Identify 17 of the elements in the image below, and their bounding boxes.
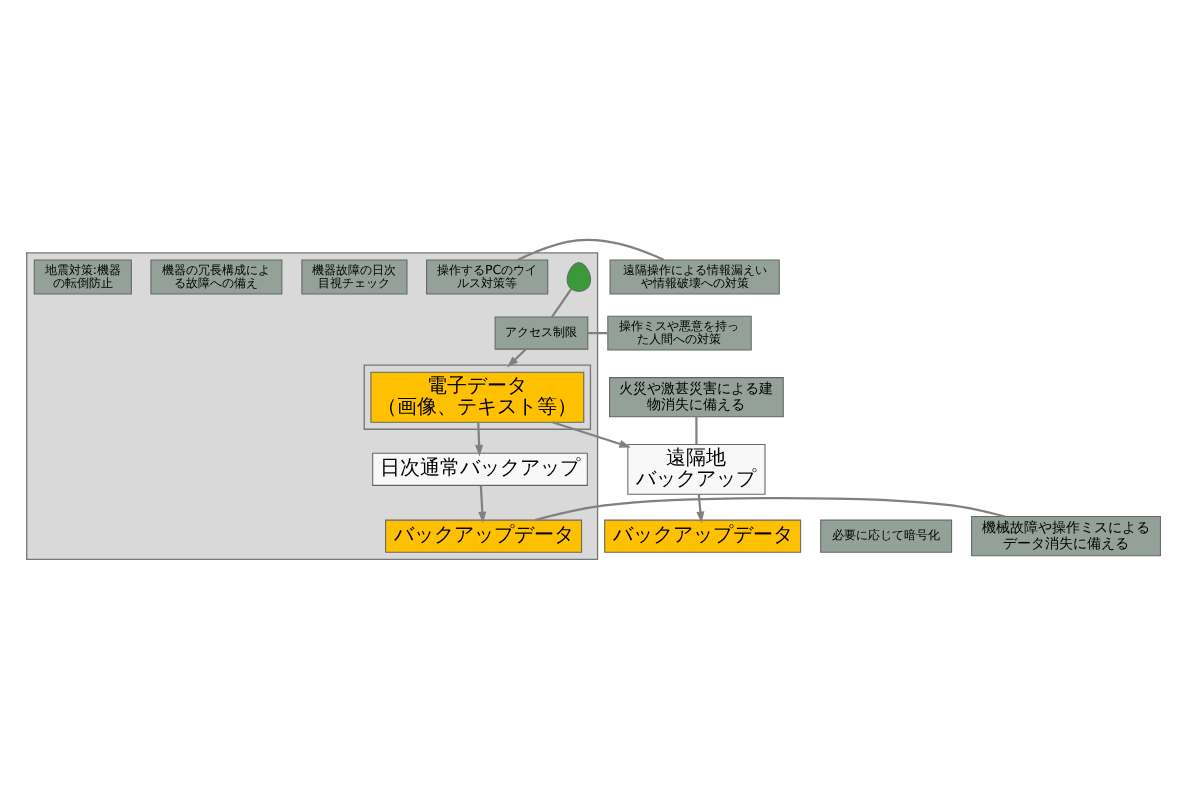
connector (534, 495, 1006, 521)
arrow (475, 421, 484, 456)
node-box: 電子データ（画像、テキスト等） (370, 370, 585, 422)
node-box: 遠隔地バックアップ (627, 442, 766, 494)
arrow (696, 493, 705, 523)
connector (587, 331, 608, 334)
node-person (566, 261, 592, 291)
connector (517, 237, 665, 261)
arrow (478, 484, 487, 523)
connector (695, 415, 698, 444)
connector (551, 287, 573, 317)
cluster (26, 251, 599, 559)
node-box: バックアップデータ (604, 518, 802, 552)
node-box: バックアップデータ (385, 518, 583, 552)
node-box: 日次通常バックアップ (372, 451, 588, 485)
arrow (552, 420, 631, 447)
arrow (506, 347, 527, 367)
